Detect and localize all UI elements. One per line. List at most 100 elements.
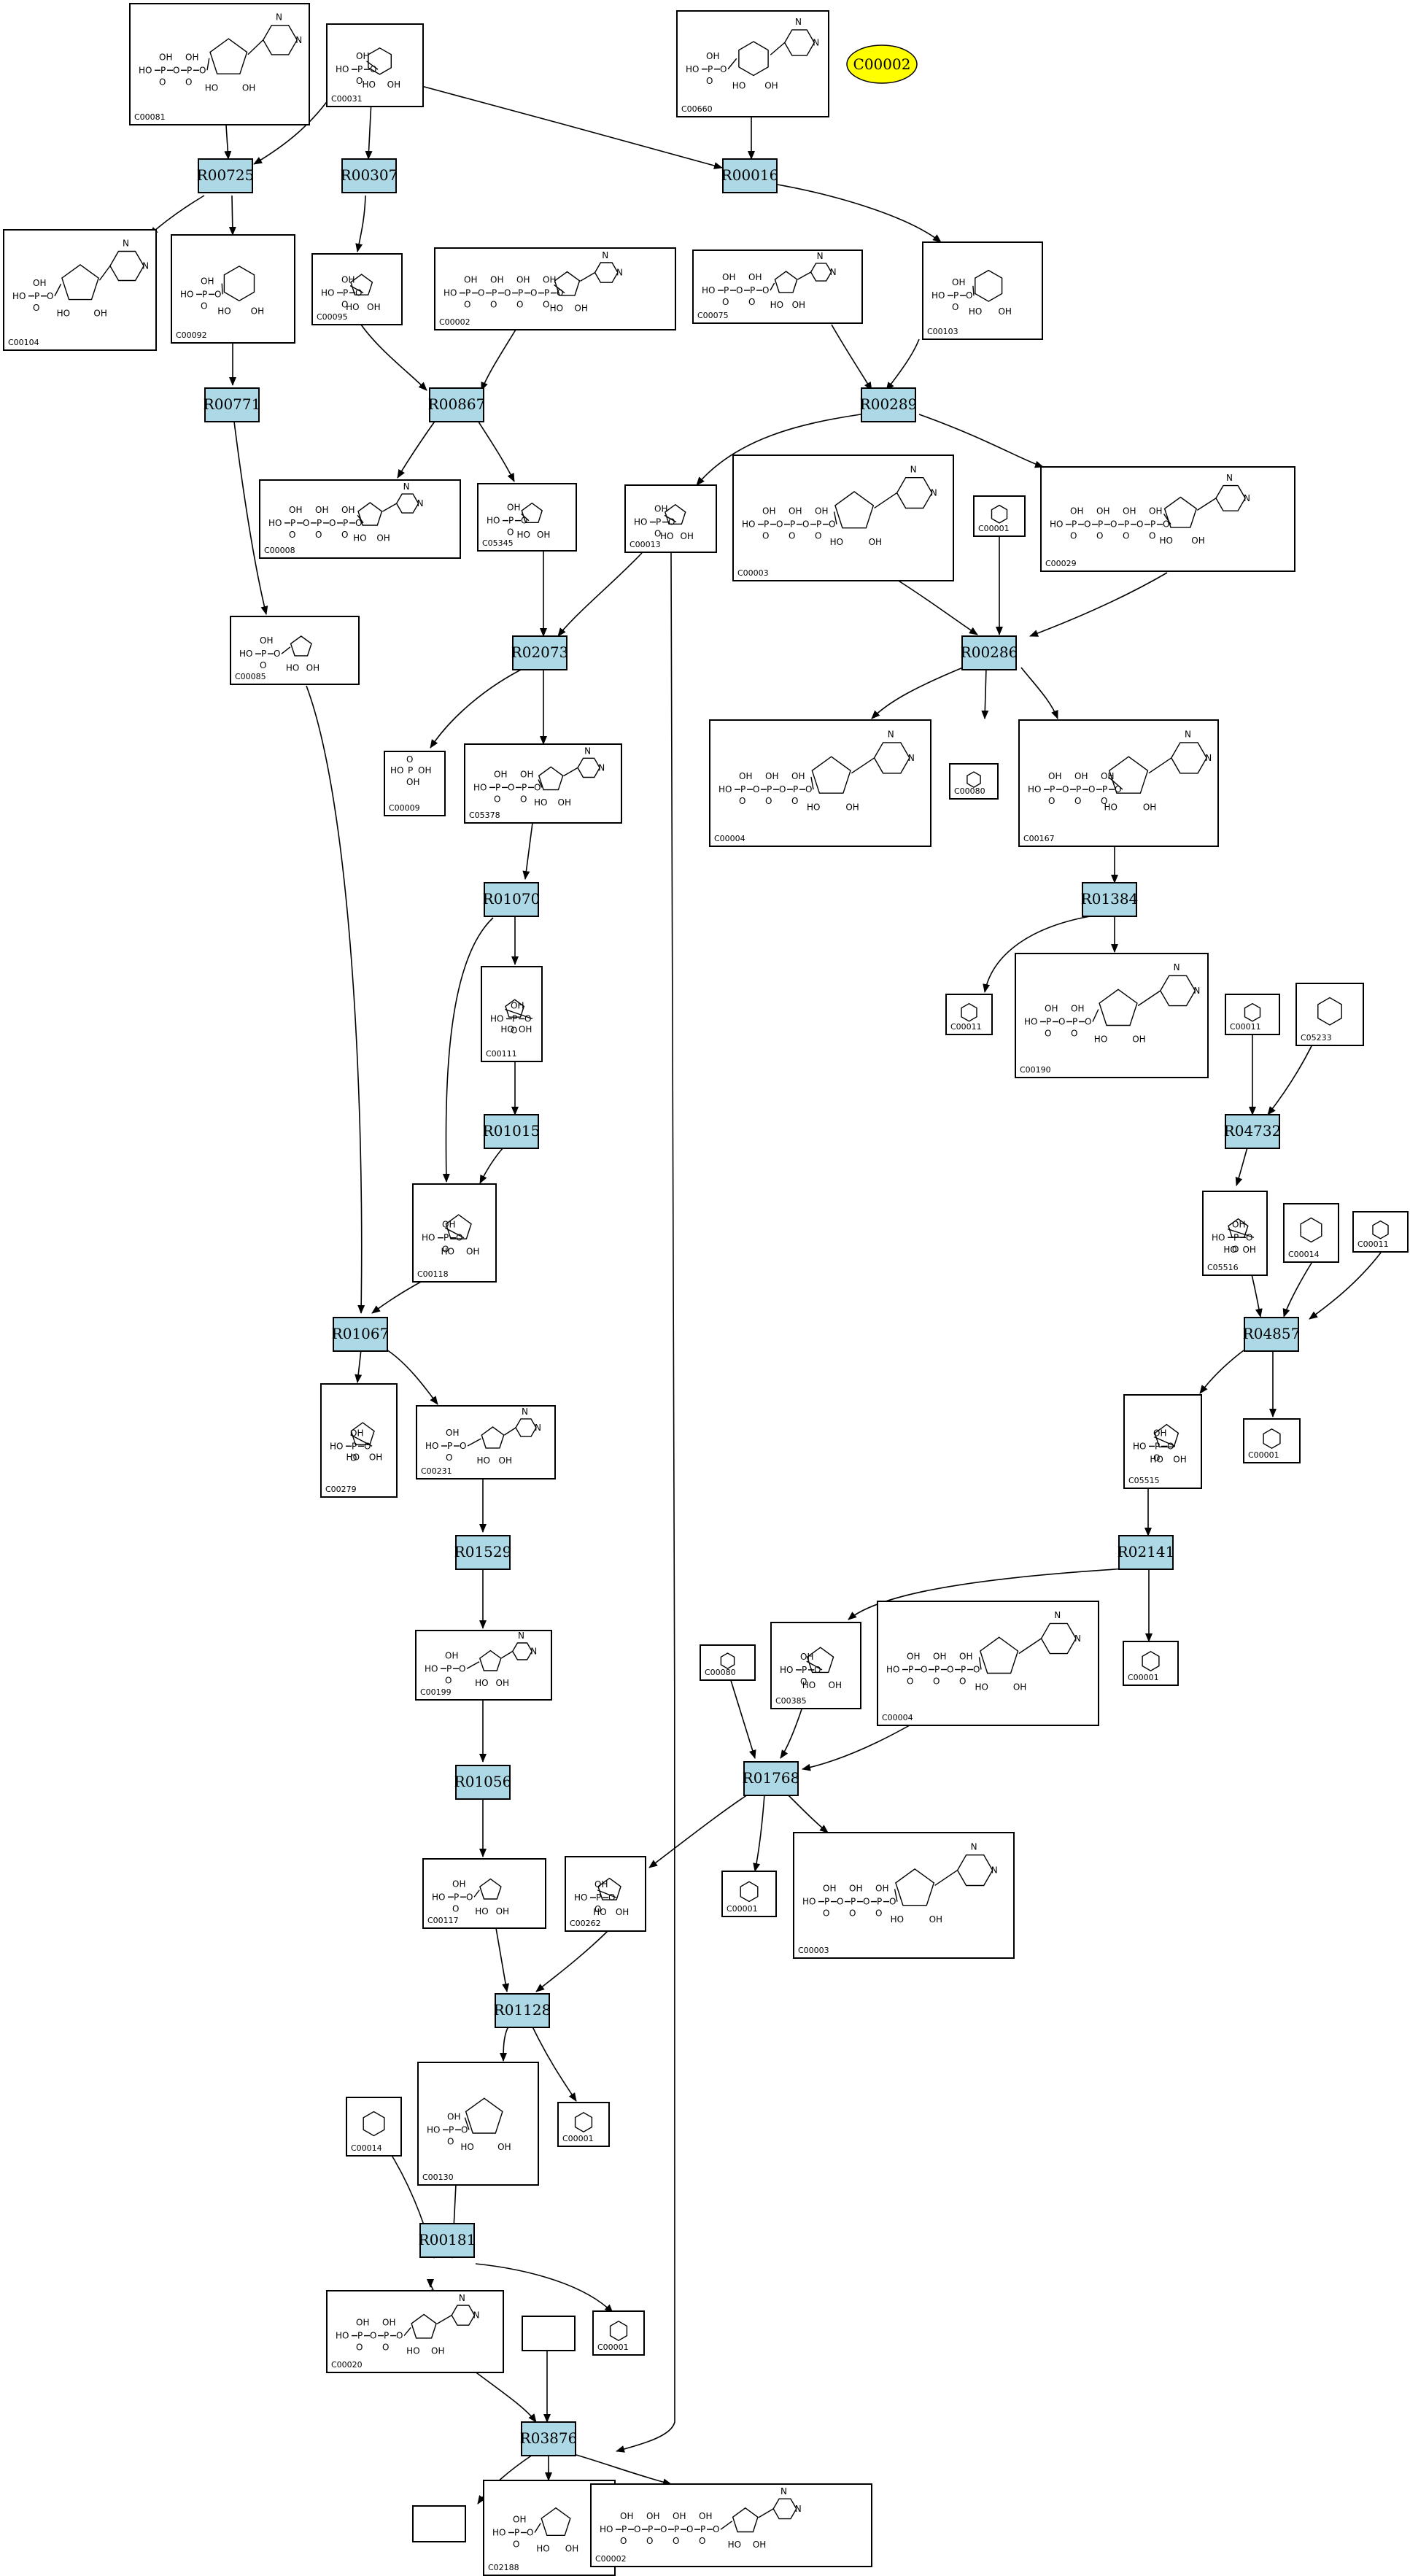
compound-c00001[interactable]: C00001 (592, 2310, 645, 2356)
reaction-r00181[interactable]: R00181 (419, 2223, 476, 2258)
compound-box[interactable] (1225, 994, 1280, 1035)
reaction-r00307[interactable]: R00307 (341, 158, 398, 193)
reaction-r00286[interactable]: R00286 (961, 635, 1018, 670)
reaction-box[interactable] (484, 1114, 539, 1149)
reaction-box[interactable] (1244, 1317, 1299, 1352)
reaction-box[interactable] (521, 2421, 576, 2456)
reaction-box[interactable] (484, 882, 539, 917)
reaction-box[interactable] (495, 1993, 550, 2028)
reaction-box[interactable] (429, 387, 484, 422)
reaction-r00771[interactable]: R00771 (204, 387, 261, 422)
highlight-ellipse[interactable] (846, 45, 918, 84)
reaction-box[interactable] (455, 1535, 511, 1570)
compound-box[interactable] (230, 616, 360, 685)
compound-box[interactable] (557, 2102, 610, 2147)
compound-box[interactable] (384, 751, 446, 816)
compound-box[interactable] (1243, 1418, 1301, 1463)
reaction-box[interactable] (512, 635, 568, 670)
compound-box[interactable] (1295, 983, 1364, 1046)
reaction-r00725[interactable]: R00725 (197, 158, 255, 193)
reaction-r02073[interactable]: R02073 (511, 635, 569, 670)
compound-c05233[interactable]: C05233 (1295, 983, 1364, 1046)
reaction-box[interactable] (198, 158, 253, 193)
compound-box[interactable] (592, 2310, 645, 2356)
reaction-r00867[interactable]: R00867 (428, 387, 486, 422)
compound-box[interactable] (434, 247, 676, 330)
compound-c00011[interactable]: C00011 (945, 994, 993, 1035)
compound-box[interactable] (422, 1858, 546, 1929)
compound-box[interactable] (346, 2097, 402, 2157)
compound-box[interactable] (770, 1622, 861, 1709)
reaction-r02141[interactable]: R02141 (1117, 1535, 1175, 1570)
reaction-r01128[interactable]: R01128 (494, 1993, 551, 2028)
reaction-box[interactable] (204, 387, 260, 422)
reaction-box[interactable] (1082, 882, 1137, 917)
reaction-box[interactable] (341, 158, 397, 193)
reaction-r01768[interactable]: R01768 (743, 1761, 800, 1796)
reaction-r01056[interactable]: R01056 (454, 1765, 512, 1800)
reaction-r01070[interactable]: R01070 (483, 882, 541, 917)
compound-box[interactable] (1015, 953, 1209, 1078)
reaction-r00016[interactable]: R00016 (721, 158, 779, 193)
reaction-box[interactable] (455, 1765, 511, 1800)
compound-box[interactable] (464, 743, 622, 824)
reaction-r01384[interactable]: R01384 (1081, 882, 1139, 917)
compound-box[interactable] (1018, 719, 1219, 847)
compound-box[interactable] (1123, 1641, 1179, 1686)
compound-box[interactable] (949, 763, 999, 800)
compound-box[interactable] (416, 1405, 556, 1480)
compound-box[interactable] (676, 10, 829, 117)
reaction-r04732[interactable]: R04732 (1224, 1114, 1282, 1149)
reaction-r03876[interactable]: R03876 (520, 2421, 578, 2456)
reaction-box[interactable] (722, 158, 778, 193)
reaction-box[interactable] (743, 1761, 799, 1796)
compound-box[interactable] (973, 495, 1026, 537)
compound-box[interactable] (793, 1832, 1015, 1959)
compound-box[interactable] (1123, 1394, 1202, 1489)
empty-compound-box[interactable] (522, 2316, 576, 2351)
reaction-box[interactable] (861, 387, 916, 422)
compound-box[interactable] (129, 3, 310, 125)
compound-box[interactable] (326, 23, 424, 107)
reaction-r00289[interactable]: R00289 (860, 387, 918, 422)
reaction-box[interactable] (419, 2223, 475, 2258)
compound-box[interactable] (590, 2483, 872, 2567)
compound-box[interactable] (877, 1601, 1099, 1726)
compound-box[interactable] (1283, 1203, 1339, 1263)
compound-box[interactable] (732, 455, 954, 581)
reaction-box[interactable] (333, 1317, 388, 1352)
reaction-r04857[interactable]: R04857 (1243, 1317, 1301, 1352)
compound-box[interactable] (1352, 1211, 1409, 1253)
compound-box[interactable] (721, 1871, 777, 1917)
reaction-box[interactable] (961, 635, 1017, 670)
compound-c00080[interactable]: C00080 (700, 1644, 756, 1681)
compound-box[interactable] (945, 994, 993, 1035)
highlight-c00002[interactable]: C00002 (846, 45, 918, 84)
